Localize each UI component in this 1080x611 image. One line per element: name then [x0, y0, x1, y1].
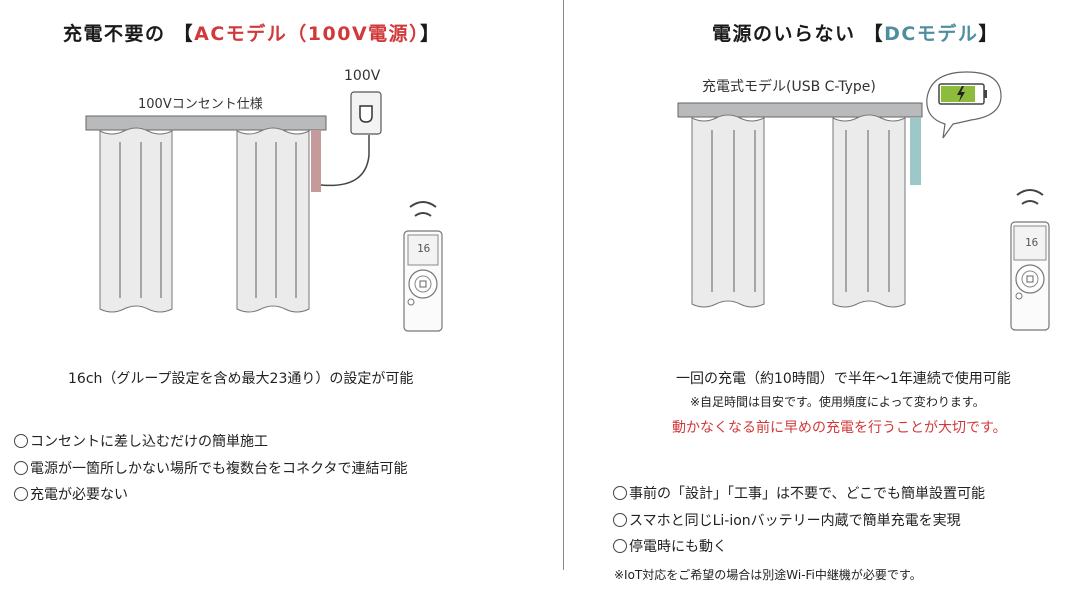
dc-title-bracket-open: 【 [863, 23, 885, 45]
outlet-voltage-label: 100V [344, 68, 381, 84]
dc-model-title: 電源のいらない 【DCモデル】 [712, 19, 999, 46]
dc-footnote: ※IoT対応をご希望の場合は別途Wi-Fi中継機が必要です。 [614, 568, 922, 582]
circle-bullet-icon [14, 487, 28, 501]
ac-feature-item: 電源が一箇所しかない場所でも複数台をコネクタで連結可能 [14, 456, 407, 483]
curtain-rail-icon [85, 115, 327, 131]
battery-charging-icon [938, 83, 987, 105]
ac-lead-text: 16ch（グループ設定を含め最大23通り）の設定が可能 [68, 371, 414, 387]
dc-feature-item: 事前の「設計」「工事」は不要で、どこでも簡単設置可能 [613, 481, 985, 508]
curtain-icon [99, 127, 310, 313]
circle-bullet-icon [14, 434, 28, 448]
ac-title-bracket-close: 】 [420, 23, 441, 45]
dc-rail-label: 充電式モデル(USB C-Type) [702, 79, 876, 95]
wireless-signal-icon [409, 201, 437, 217]
ac-feature-list: コンセントに差し込むだけの簡単施工 電源が一箇所しかない場所でも複数台をコネクタ… [14, 429, 407, 509]
motor-unit-icon [910, 118, 921, 185]
circle-bullet-icon [613, 539, 627, 553]
circle-bullet-icon [613, 512, 627, 527]
power-cord-icon [320, 135, 370, 187]
dc-note-text: ※自足時間は目安です。使用頻度によって変わります。 [690, 395, 985, 409]
column-divider [563, 0, 564, 570]
curtain-icon [691, 114, 906, 308]
wall-outlet-icon [350, 91, 382, 135]
dc-title-bracket-close: 】 [978, 23, 999, 45]
dc-lead-text: 一回の充電（約10時間）で半年〜1年連続で使用可能 [676, 371, 1011, 387]
remote-control-icon[interactable] [0, 0, 443, 332]
ac-rail-label: 100Vコンセント仕様 [138, 97, 263, 112]
dc-title-model: DCモデル [884, 23, 979, 45]
circle-bullet-icon [613, 486, 627, 500]
dc-feature-item: 停電時にも動く [613, 534, 985, 561]
ac-title-model: ACモデル（100V電源） [194, 23, 421, 45]
dc-warning-text: 動かなくなる前に早めの充電を行うことが大切です。 [672, 420, 1007, 436]
remote-display-value: 16 [1025, 236, 1039, 249]
remote-control-icon[interactable] [0, 0, 1050, 331]
ac-title-prefix: 充電不要の [63, 23, 166, 45]
dc-title-prefix: 電源のいらない [712, 23, 856, 45]
remote-display-value: 16 [417, 242, 431, 255]
ac-feature-item: コンセントに差し込むだけの簡単施工 [14, 429, 407, 456]
ac-title-bracket-open: 【 [173, 23, 195, 45]
wireless-signal-icon [1016, 189, 1044, 205]
motor-unit-icon [311, 130, 321, 192]
curtain-rail-icon [677, 102, 923, 118]
dc-feature-list: 事前の「設計」「工事」は不要で、どこでも簡単設置可能 スマホと同じLi-ionバ… [613, 481, 985, 561]
ac-feature-item: 充電が必要ない [14, 482, 407, 509]
ac-model-title: 充電不要の 【ACモデル（100V電源）】 [63, 19, 441, 46]
circle-bullet-icon [14, 460, 28, 475]
dc-feature-item: スマホと同じLi-ionバッテリー内蔵で簡単充電を実現 [613, 508, 985, 535]
